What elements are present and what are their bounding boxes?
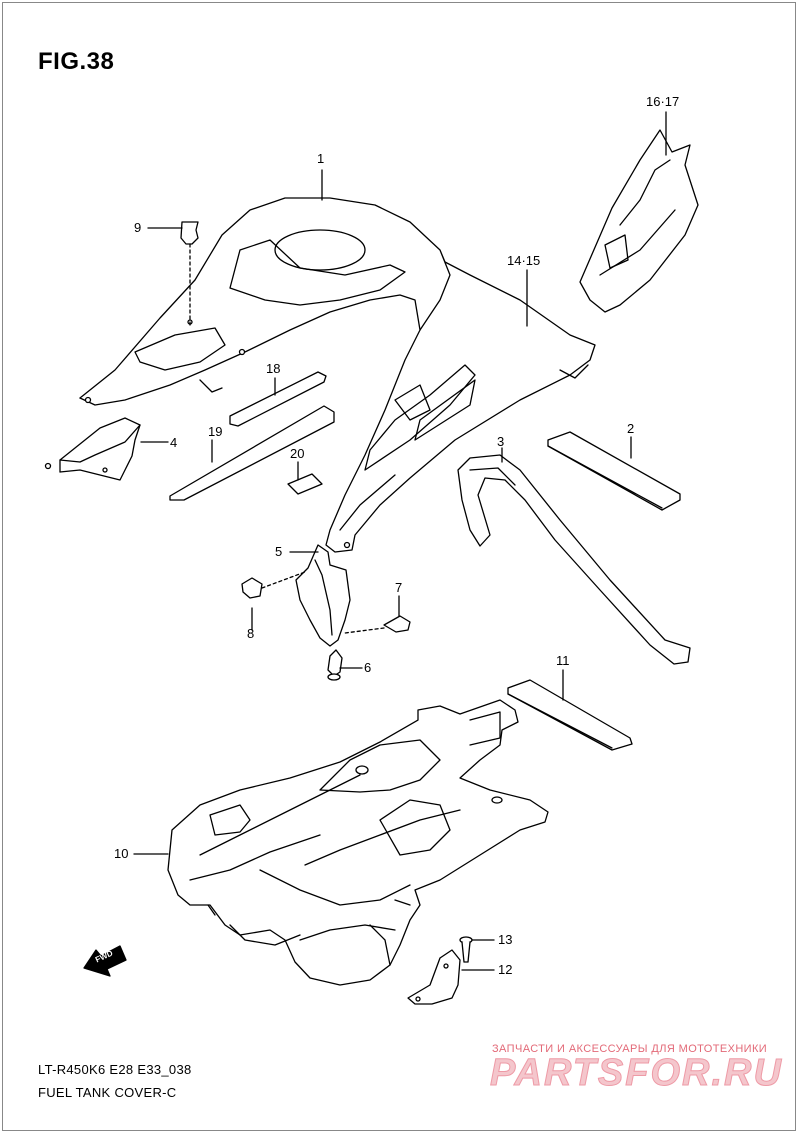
callout-11: 11 xyxy=(556,653,570,668)
fwd-arrow-icon xyxy=(84,946,126,976)
callout-14-15: 14·15 xyxy=(507,253,541,268)
callout-7: 7 xyxy=(395,580,403,595)
diagram-name: FUEL TANK COVER-C xyxy=(38,1085,177,1100)
part-18-pad xyxy=(230,372,326,426)
callout-9: 9 xyxy=(134,220,142,235)
part-7-screw xyxy=(345,616,410,633)
callout-10: 10 xyxy=(114,846,129,861)
part-13-screw xyxy=(460,937,472,962)
part-1-fuel-tank-cover xyxy=(80,198,595,552)
callout-13: 13 xyxy=(498,932,513,947)
callout-8: 8 xyxy=(247,626,255,641)
part-6-screw xyxy=(328,650,342,680)
part-9-clip xyxy=(181,222,198,325)
part-3-strap xyxy=(458,455,690,664)
part-19-pad xyxy=(170,406,334,500)
part-12-bracket xyxy=(408,950,460,1004)
part-11-pad xyxy=(508,680,632,750)
callout-3: 3 xyxy=(497,434,505,449)
part-10-lower-cover xyxy=(168,700,548,985)
callout-20: 20 xyxy=(290,446,305,461)
callout-6: 6 xyxy=(364,660,372,675)
callout-19: 19 xyxy=(208,424,223,439)
leader-lines xyxy=(134,112,666,970)
watermark-tagline: ЗАПЧАСТИ И АКСЕССУАРЫ ДЛЯ МОТОТЕХНИКИ xyxy=(492,1043,768,1055)
callout-18: 18 xyxy=(266,361,281,376)
part-2-pad xyxy=(548,432,680,510)
figure-title: FIG.38 xyxy=(38,48,115,75)
callout-2: 2 xyxy=(627,421,635,436)
callout-12: 12 xyxy=(498,962,513,977)
callout-4: 4 xyxy=(170,435,178,450)
part-4-bracket xyxy=(46,418,141,480)
callout-5: 5 xyxy=(275,544,283,559)
watermark-logo: PARTSFOR.RU xyxy=(490,1052,783,1095)
callout-16-17: 16·17 xyxy=(646,94,680,109)
part-20-pad xyxy=(288,474,322,494)
part-5-bracket xyxy=(296,545,350,646)
part-8-nut xyxy=(242,572,305,598)
model-code: LT-R450K6 E28 E33_038 xyxy=(38,1062,192,1077)
callout-1: 1 xyxy=(317,151,325,166)
part-16-17-emblem xyxy=(580,130,698,312)
